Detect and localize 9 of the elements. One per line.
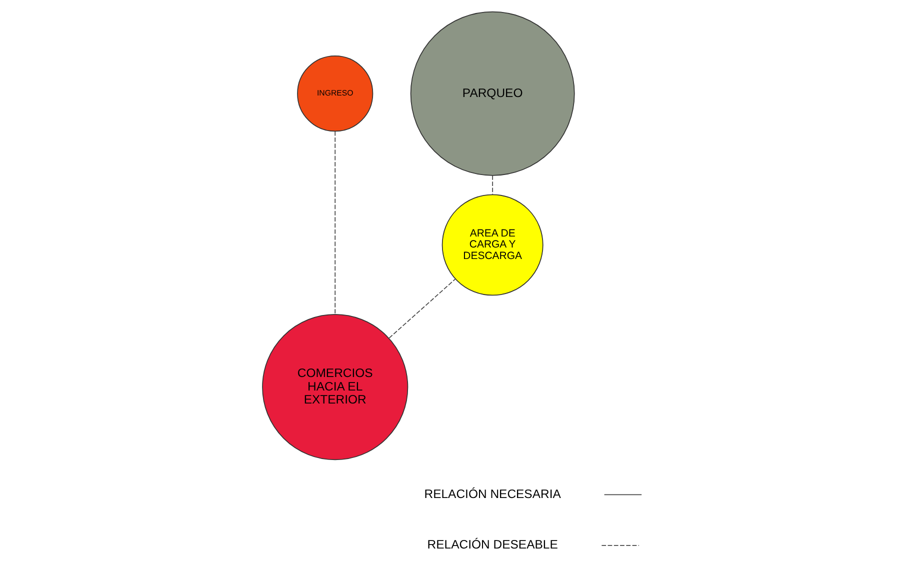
node-circle: PARQUEO <box>410 11 575 176</box>
node-circle: AREA DE CARGA Y DESCARGA <box>442 194 544 296</box>
legend-label: RELACIÓN NECESARIA <box>424 486 561 501</box>
connector <box>388 278 456 338</box>
node-circle: INGRESO <box>297 56 374 132</box>
legend-label: RELACIÓN DESEABLE <box>427 538 558 552</box>
connector <box>492 174 494 195</box>
node-circle: COMERCIOS HACIA EL EXTERIOR <box>262 314 408 460</box>
connector <box>334 130 336 315</box>
